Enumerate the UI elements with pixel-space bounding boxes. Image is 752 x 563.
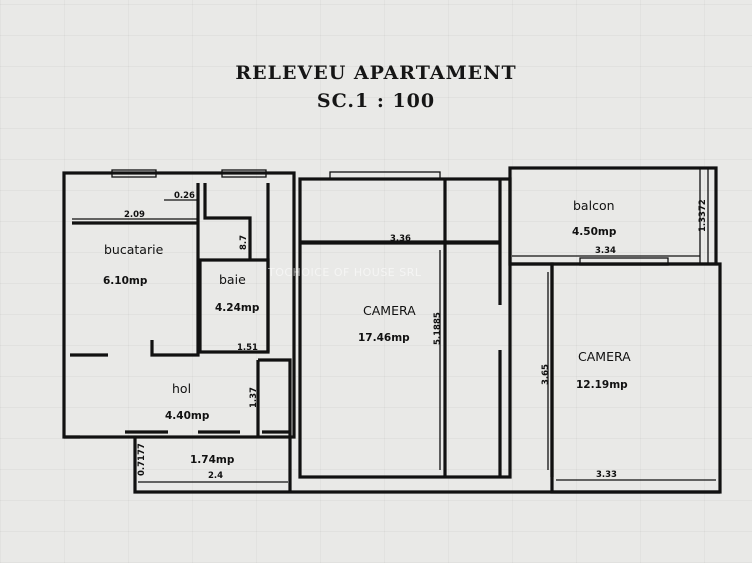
room-area-baie: 4.24mp: [215, 302, 260, 314]
dim-label: 1.51: [237, 343, 258, 353]
room-area-balcon: 4.50mp: [572, 226, 617, 238]
room-area-bucatarie: 6.10mp: [103, 275, 148, 287]
room-name-baie: baie: [219, 272, 246, 287]
dim-label: 0.26: [174, 191, 195, 201]
dim-label: 1.3372: [698, 199, 708, 232]
dim-label: 2.09: [124, 210, 145, 220]
room-area-camera-2: 12.19mp: [576, 379, 628, 391]
dim-label: 5.1885: [433, 312, 443, 345]
dim-label: 3.36: [390, 234, 411, 244]
room-area-vestibul: 1.74mp: [190, 454, 235, 466]
dim-label: 1.37: [249, 387, 259, 408]
room-name-camera-1: CAMERA: [363, 303, 416, 318]
dimension-lines: [72, 199, 716, 483]
room-area-hol: 4.40mp: [165, 410, 210, 422]
room-name-bucatarie: bucatarie: [104, 242, 164, 257]
dim-label: 2.4: [208, 471, 223, 481]
dim-label: 3.33: [596, 470, 617, 480]
dim-label: 3.65: [541, 364, 551, 385]
room-area-camera-1: 17.46mp: [358, 332, 410, 344]
plan-scale: SC.1 : 100: [316, 90, 436, 112]
room-name-camera-2: CAMERA: [578, 349, 631, 364]
dim-label: 0.7177: [137, 443, 147, 476]
plan-title: RELEVEU APARTAMENT: [235, 62, 517, 84]
dim-label: 3.34: [595, 246, 616, 256]
room-name-hol: hol: [172, 381, 191, 396]
outer-walls: [62, 166, 722, 494]
dim-label: 8.7: [239, 235, 249, 250]
room-name-balcon: balcon: [573, 198, 615, 213]
interior-walls: [70, 179, 554, 492]
windows: [111, 167, 709, 266]
watermark: TOCHOICE OF HOUSE SRL: [267, 266, 422, 279]
